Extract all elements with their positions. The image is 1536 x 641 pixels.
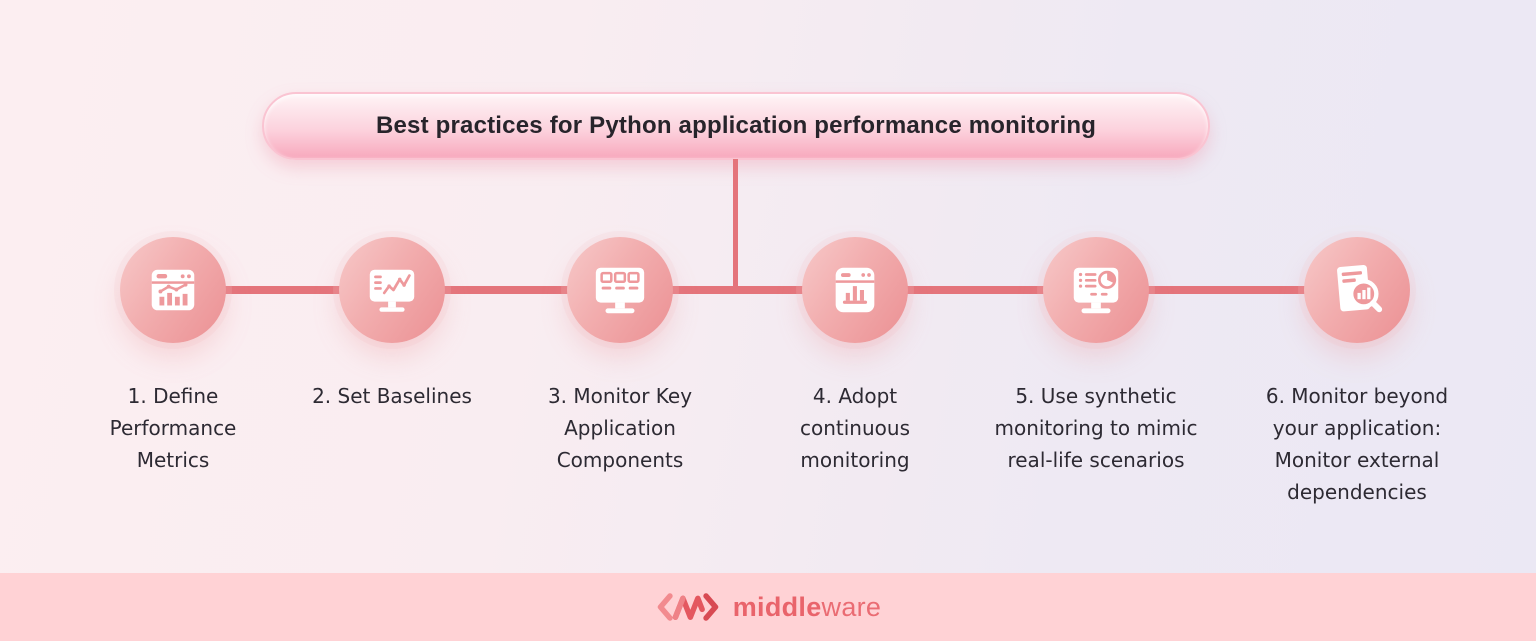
step-label-line: 2. Set Baselines — [312, 384, 472, 408]
step-circle — [802, 237, 908, 343]
brand-wordmark-bold: middle — [732, 591, 822, 622]
step-monitor-external-dependencies: 6. Monitor beyond your application: Moni… — [1227, 237, 1487, 508]
title-pill: Best practices for Python application pe… — [262, 92, 1210, 160]
brand-wordmark: middleware — [733, 592, 882, 623]
step-circle — [1304, 237, 1410, 343]
browser-bar-chart-icon — [835, 267, 875, 313]
step-label-line: 4. Adopt — [812, 384, 898, 408]
step-label: 6. Monitor beyond your application: Moni… — [1266, 380, 1448, 508]
step-define-performance-metrics: 1. Define Performance Metrics — [43, 237, 303, 476]
step-label-line: continuous — [800, 416, 910, 440]
step-circle — [567, 237, 673, 343]
footer-bar: middleware — [0, 573, 1536, 641]
middleware-brand: middleware — [655, 590, 882, 624]
browser-analytics-icon — [151, 269, 195, 311]
step-label-line: Metrics — [136, 448, 210, 472]
step-label-line: real-life scenarios — [1007, 448, 1185, 472]
step-label-line: 5. Use synthetic — [1015, 384, 1177, 408]
step-label-line: Application — [564, 416, 676, 440]
step-label-line: Performance — [109, 416, 237, 440]
step-circle — [1043, 237, 1149, 343]
step-label-line: monitoring — [800, 448, 910, 472]
brand-wordmark-light: ware — [821, 591, 882, 622]
step-label: 2. Set Baselines — [312, 380, 472, 412]
step-label: 1. Define Performance Metrics — [110, 380, 237, 476]
monitor-line-chart-icon — [369, 269, 415, 312]
page-title: Best practices for Python application pe… — [375, 112, 1097, 139]
step-label-line: 3. Monitor Key — [547, 384, 693, 408]
step-circle — [120, 237, 226, 343]
step-label-line: monitoring to mimic — [994, 416, 1198, 440]
step-label-line: 6. Monitor beyond — [1265, 384, 1449, 408]
step-label-line: your application: — [1272, 416, 1442, 440]
monitor-report-pie-icon — [1073, 267, 1119, 314]
step-label-line: 1. Define — [127, 384, 219, 408]
step-monitor-key-application-components: 3. Monitor Key Application Components — [490, 237, 750, 476]
step-label: 4. Adopt continuous monitoring — [800, 380, 910, 476]
step-use-synthetic-monitoring: 5. Use synthetic monitoring to mimic rea… — [966, 237, 1226, 476]
step-label: 5. Use synthetic monitoring to mimic rea… — [994, 380, 1197, 476]
monitor-components-icon — [595, 267, 645, 314]
step-circle — [339, 237, 445, 343]
step-label: 3. Monitor Key Application Components — [548, 380, 692, 476]
middleware-logo-icon — [657, 593, 718, 621]
vertical-connector-line — [733, 159, 738, 290]
horizontal-connector-line — [170, 286, 1360, 294]
step-set-baselines: 2. Set Baselines — [262, 237, 522, 412]
step-label-line: Monitor external — [1274, 448, 1440, 472]
document-magnifier-icon — [1337, 265, 1383, 313]
step-adopt-continuous-monitoring: 4. Adopt continuous monitoring — [725, 237, 985, 476]
step-label-line: dependencies — [1287, 480, 1427, 504]
step-label-line: Components — [556, 448, 684, 472]
